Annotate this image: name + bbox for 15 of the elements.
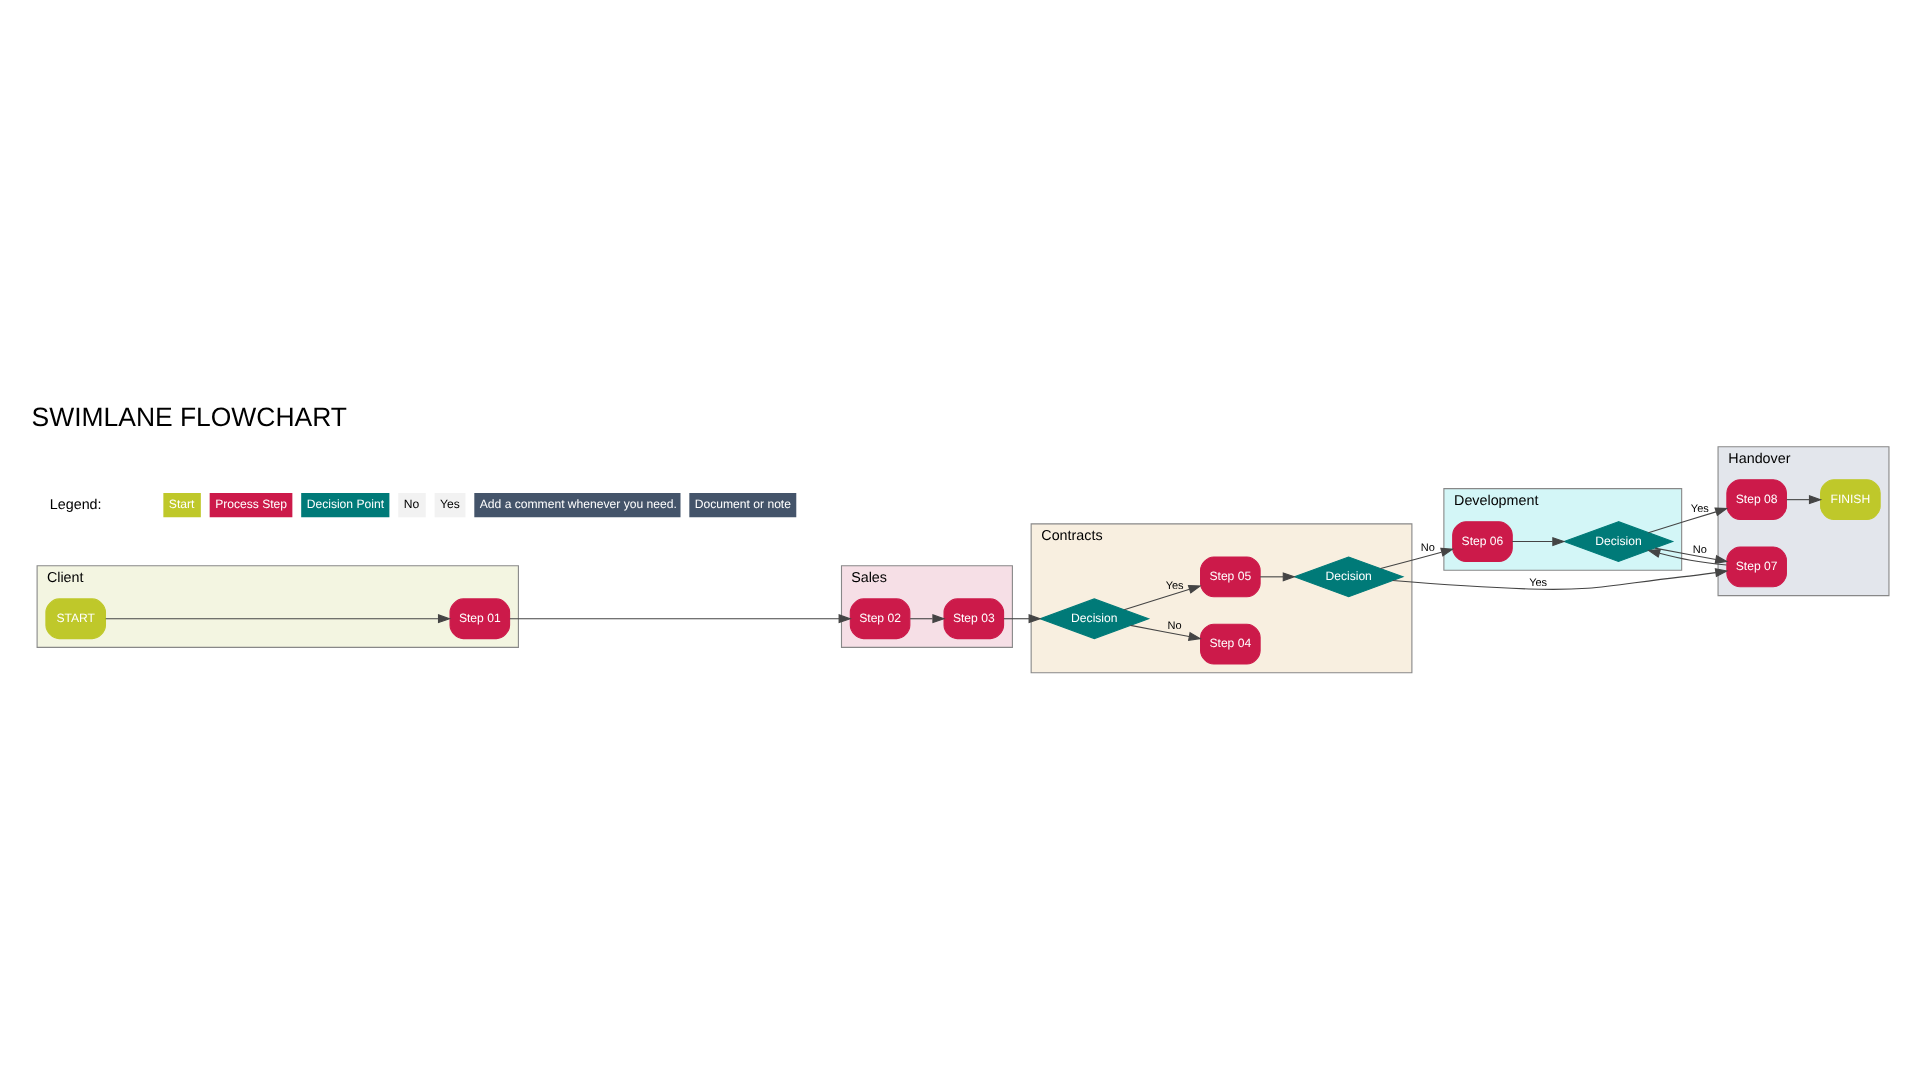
arrow xyxy=(1786,494,1823,504)
arrow xyxy=(1259,571,1296,581)
arrow xyxy=(1392,567,1729,589)
arrow xyxy=(909,613,946,623)
arrow xyxy=(1130,623,1202,640)
arrow xyxy=(509,613,852,623)
arrow xyxy=(1647,506,1729,533)
diagram-title: SWIMLANE FLOWCHART xyxy=(31,400,347,431)
arrow xyxy=(1647,547,1728,565)
arrow xyxy=(1654,546,1729,563)
arrow xyxy=(1380,546,1455,569)
arrow xyxy=(1511,535,1566,546)
arrow xyxy=(1123,584,1202,610)
arrow xyxy=(105,613,452,623)
arrow xyxy=(1003,613,1042,623)
